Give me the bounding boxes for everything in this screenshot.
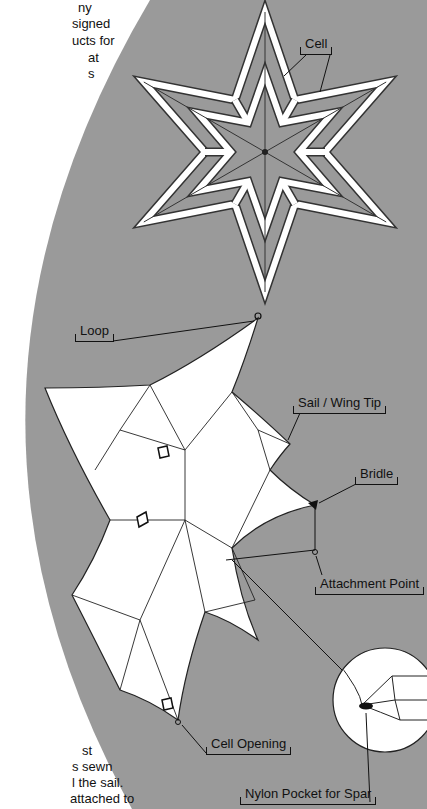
text-fragment: s sewn bbox=[72, 759, 112, 775]
part-label: Nylon Pocket for Spar bbox=[240, 786, 376, 805]
text-fragment: s bbox=[88, 66, 95, 82]
part-label: Bridle bbox=[355, 466, 398, 485]
loop bbox=[255, 313, 261, 319]
star-frame bbox=[144, 12, 386, 292]
kite-sail bbox=[45, 318, 315, 720]
sail-seams bbox=[72, 385, 290, 720]
star-kite-top-view bbox=[144, 12, 386, 292]
part-label: Sail / Wing Tip bbox=[293, 395, 386, 414]
leader-lines bbox=[113, 55, 370, 802]
bridle-lines bbox=[226, 505, 315, 560]
part-label: Attachment Point bbox=[315, 576, 424, 595]
spar-pocket bbox=[359, 703, 373, 710]
hub bbox=[262, 149, 268, 155]
text-fragment: at bbox=[88, 50, 99, 66]
spar bbox=[144, 12, 386, 292]
part-label: Loop bbox=[75, 323, 114, 342]
text-fragment: l the sail. bbox=[72, 775, 123, 791]
text-fragment: ucts for bbox=[72, 33, 115, 49]
cell-openings bbox=[137, 446, 173, 710]
part-label: Cell bbox=[300, 36, 332, 55]
text-fragment: ny bbox=[78, 0, 92, 16]
text-fragment: signed bbox=[72, 16, 110, 32]
text-fragment: attached to bbox=[70, 791, 134, 807]
text-fragment: st bbox=[82, 743, 92, 759]
part-label: Cell Opening bbox=[206, 736, 291, 755]
star-frame bbox=[144, 12, 386, 292]
